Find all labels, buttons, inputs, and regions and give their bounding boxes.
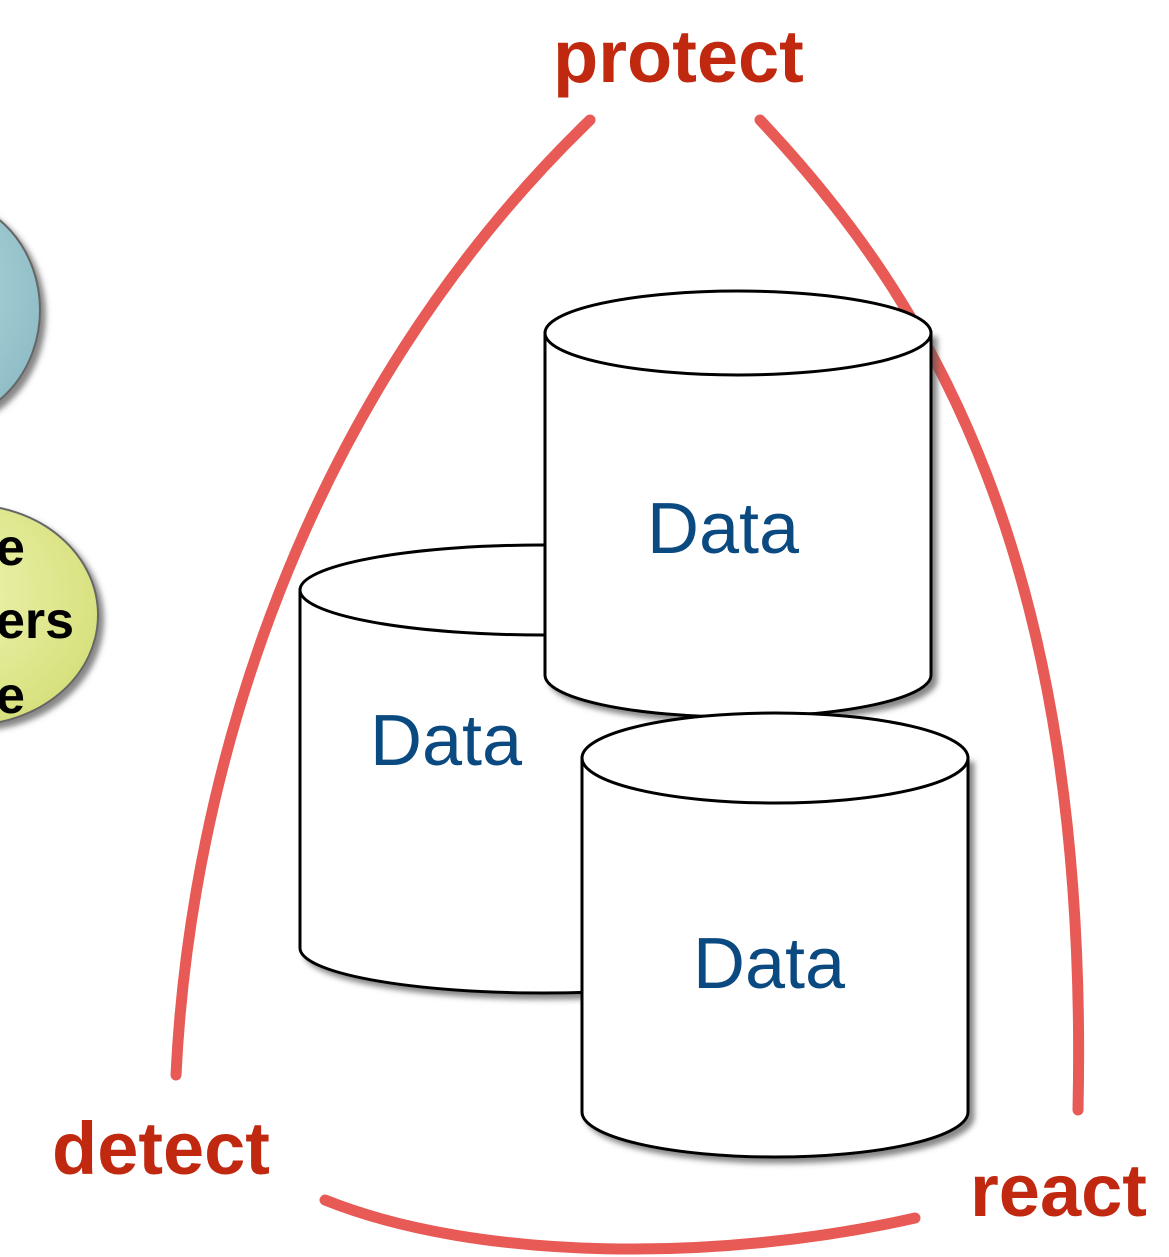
detect-label: detect xyxy=(52,1107,270,1190)
yellow-bubble xyxy=(0,507,99,723)
left-arc xyxy=(170,114,596,1081)
database-label-2: Data xyxy=(647,489,800,569)
protection-arcs xyxy=(170,114,1085,1255)
bubble-text-line-1: e xyxy=(0,519,25,577)
database-label-3: Data xyxy=(693,924,846,1004)
protect-label: protect xyxy=(553,15,804,98)
react-label: react xyxy=(970,1149,1147,1232)
teal-bubble xyxy=(0,219,41,401)
right-arc xyxy=(754,114,1085,1116)
bubble-text-line-2: ers xyxy=(0,592,75,650)
database-label-1: Data xyxy=(370,701,523,781)
database-cylinder-2: Data xyxy=(543,289,933,719)
bubble-text-line-3: e xyxy=(0,667,25,725)
bottom-arc xyxy=(319,1194,921,1255)
database-cylinder-3: Data xyxy=(580,711,970,1159)
